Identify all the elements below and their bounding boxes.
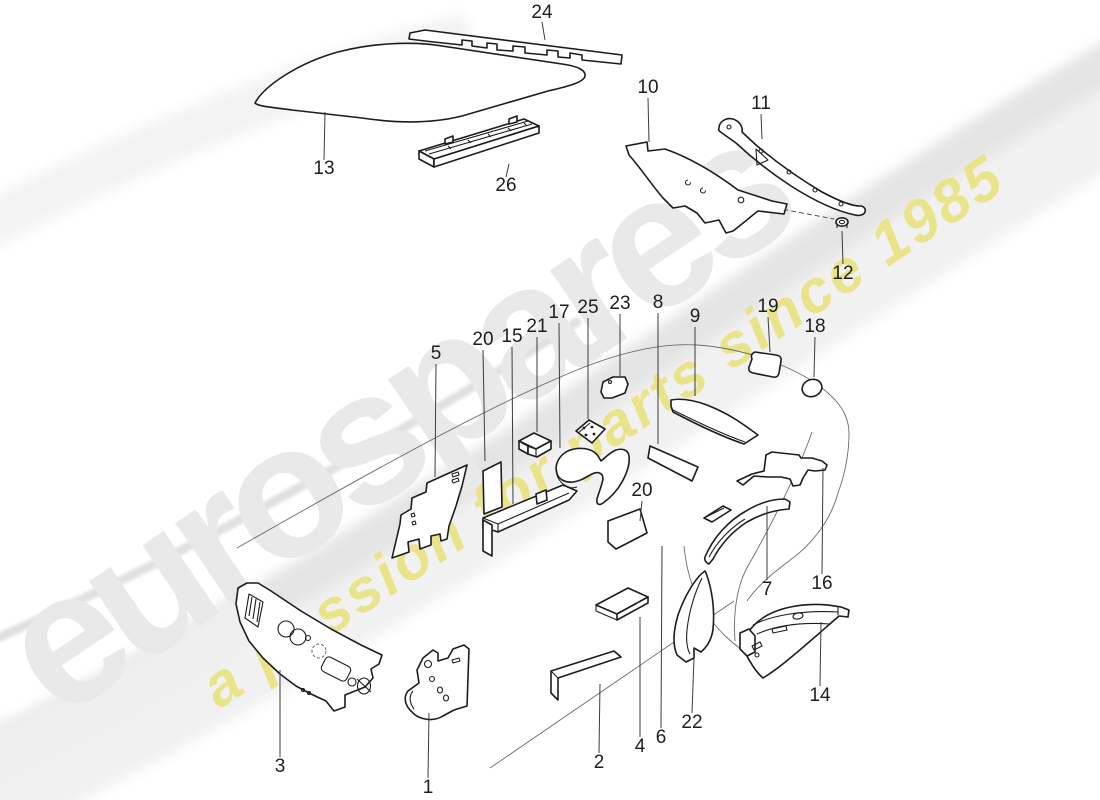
part-14-wheel-arch-shell-shape	[739, 603, 850, 679]
part-25-square-pad-shape	[575, 419, 606, 444]
callout-line-13-1	[323, 111, 326, 161]
part-19-rounded-pad-shape	[748, 351, 782, 378]
callout-19-15[interactable]: 19	[757, 296, 779, 317]
callout-26-2[interactable]: 26	[495, 175, 517, 196]
callout-15-8[interactable]: 15	[501, 326, 523, 347]
callout-20-17[interactable]: 20	[631, 480, 653, 501]
part-4-floor-pad-shape	[595, 587, 649, 621]
callout-line-20-17	[639, 500, 643, 522]
callout-line-16-25	[821, 467, 824, 575]
callout-line-layer	[279, 21, 844, 779]
callout-18-16[interactable]: 18	[804, 316, 826, 337]
part-17-horseshoe-absorber-shape	[555, 447, 630, 506]
parts	[235, 29, 867, 721]
part-20a-pad-shape	[482, 461, 503, 515]
callout-25-11[interactable]: 25	[577, 297, 599, 318]
part-18-oval-plug-shape	[801, 378, 823, 398]
outline-beltline-rear	[236, 344, 850, 602]
swoosh-edge-crisp	[0, 316, 583, 642]
callout-5-6[interactable]: 5	[430, 343, 442, 364]
callout-14-26[interactable]: 14	[809, 685, 831, 706]
callout-11-4[interactable]: 11	[751, 93, 771, 114]
callout-line-18-16	[813, 336, 816, 378]
part-24-serrated-strip-shape	[408, 29, 623, 65]
swoosh-band-soft	[0, 75, 1100, 800]
part-9-quarter-panel-shape	[670, 398, 759, 445]
callout-13-1[interactable]: 13	[313, 158, 335, 179]
part-1-bracket-pad-shape	[404, 644, 470, 721]
part-13-roof-liner-shape	[254, 42, 586, 123]
callout-12-5[interactable]: 12	[832, 263, 854, 284]
part-20b-pad-shape	[607, 508, 648, 550]
callout-line-1-19	[427, 712, 430, 779]
callout-line-20-7	[482, 349, 486, 462]
callout-line-17-10	[558, 322, 561, 449]
callout-1-19[interactable]: 1	[422, 777, 434, 798]
swoosh-band-corner	[0, 589, 275, 779]
callout-line-26-2	[505, 163, 510, 178]
part-15-sill-rail-shape	[482, 484, 578, 557]
callout-16-25[interactable]: 16	[811, 573, 833, 594]
callout-23-12[interactable]: 23	[609, 293, 631, 314]
part-2-sill-strip-shape	[550, 650, 622, 701]
callout-line-22-23	[691, 657, 695, 714]
callout-line-12-5	[841, 230, 844, 265]
callout-line-11-4	[760, 113, 763, 140]
part-5-cowl-panel-shape	[391, 464, 468, 559]
callout-21-9[interactable]: 21	[526, 316, 548, 337]
part-23-pentagon-pad-shape	[600, 376, 629, 399]
part-22-pillar-wedge-shape	[673, 570, 715, 663]
callout-line-2-20	[598, 683, 601, 754]
callout-9-14[interactable]: 9	[689, 306, 701, 327]
part-3-firewall-absorber-shape	[235, 582, 383, 712]
callout-22-23[interactable]: 22	[681, 712, 703, 733]
part-10-rear-shelf-absorber-shape	[625, 141, 788, 234]
callout-line-15-8	[511, 346, 514, 505]
part-11-trim-strip-shape	[717, 117, 867, 217]
part-26-ribbed-bar-shape	[418, 115, 540, 168]
callout-24-0[interactable]: 24	[531, 2, 553, 23]
callout-20-7[interactable]: 20	[472, 329, 494, 350]
callout-line-14-26	[819, 621, 822, 687]
callout-2-20[interactable]: 2	[593, 752, 605, 773]
callout-6-22[interactable]: 6	[655, 727, 667, 748]
callout-3-18[interactable]: 3	[274, 756, 286, 777]
part-12-fastener-nut-shape	[835, 217, 849, 228]
part-8-slanted-pad-shape	[647, 445, 699, 482]
callout-line-6-22	[660, 545, 663, 729]
callout-17-10[interactable]: 17	[548, 302, 570, 323]
callout-4-21[interactable]: 4	[634, 736, 646, 757]
callout-10-3[interactable]: 10	[637, 77, 659, 98]
part-21-bracket-shape	[518, 432, 552, 458]
part-16-contour-absorber-shape	[736, 451, 828, 487]
callout-line-10-3	[647, 97, 650, 143]
callout-line-24-0	[541, 21, 546, 41]
callout-line-19-15	[767, 316, 771, 353]
callout-7-24[interactable]: 7	[761, 579, 773, 600]
callout-8-13[interactable]: 8	[652, 292, 664, 313]
callout-line-5-6	[434, 363, 437, 478]
part-7-arch-strip-shape	[703, 498, 791, 565]
fastener-dashed-line	[743, 201, 835, 220]
